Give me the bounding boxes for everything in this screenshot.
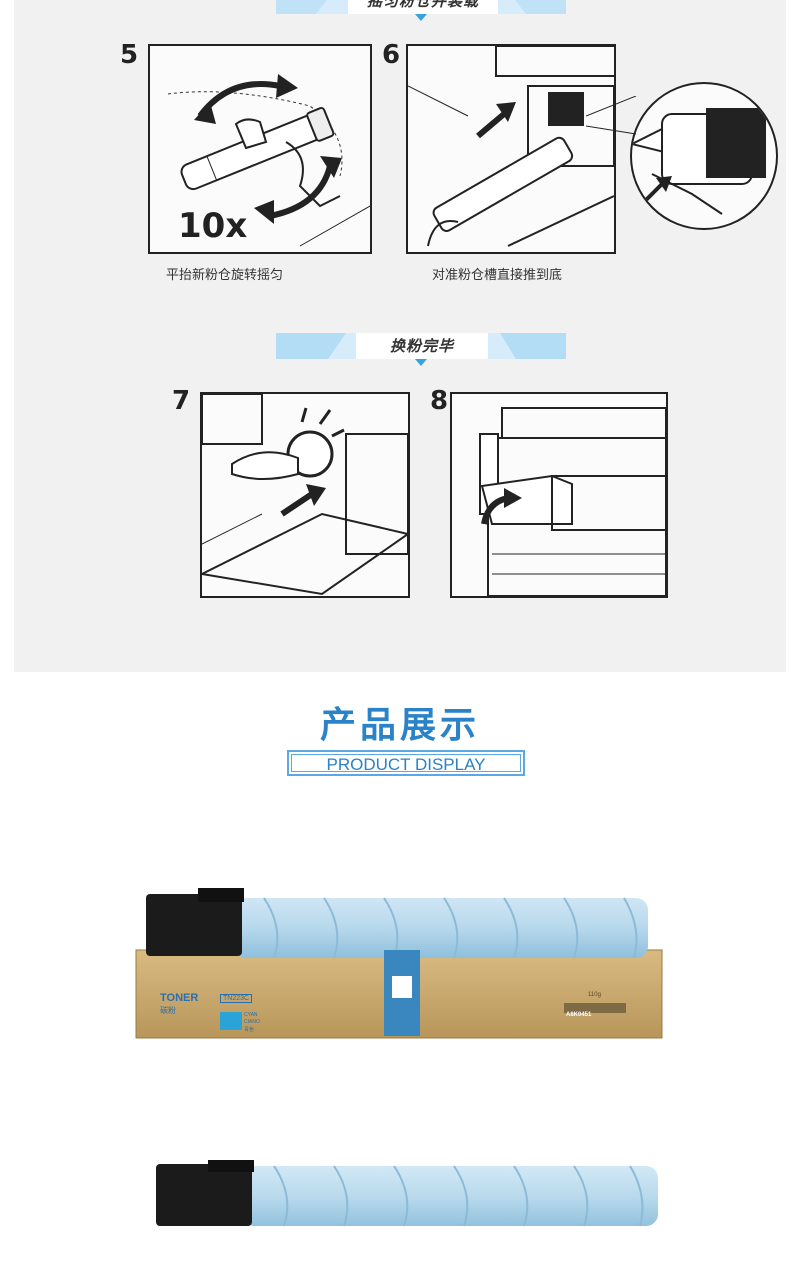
box-color-cn: 青色 bbox=[244, 1027, 255, 1033]
top-banner: 摇匀粉仓并装载 bbox=[276, 0, 566, 21]
insert-toner-drawing bbox=[408, 46, 614, 247]
product-section-subtitle-frame: PRODUCT DISPLAY bbox=[287, 750, 525, 776]
box-color-en: CYAN bbox=[244, 1012, 258, 1018]
box-model-label: TN223C bbox=[220, 994, 253, 1003]
toner-cartridge-image bbox=[154, 1160, 660, 1230]
step-number: 5 bbox=[120, 40, 139, 70]
step-7-illustration bbox=[200, 392, 410, 598]
step-number: 8 bbox=[430, 386, 449, 416]
step-8-illustration bbox=[450, 392, 668, 598]
step-6-illustration bbox=[406, 44, 616, 254]
close-front-door-drawing bbox=[479, 407, 666, 596]
toner-cartridge bbox=[156, 1160, 658, 1227]
box-color-swatch bbox=[220, 1012, 242, 1030]
box-brand-cn: 碳粉 bbox=[160, 1006, 176, 1015]
box-brand-label: TONER bbox=[160, 992, 199, 1004]
close-cover-drawing bbox=[202, 394, 408, 596]
zoom-pointer-lines bbox=[586, 96, 637, 135]
box-product-code: A8K0451 bbox=[566, 1012, 592, 1018]
product-section-title: 产品展示 bbox=[319, 705, 480, 746]
shake-count-badge: 10x bbox=[178, 206, 248, 246]
instruction-panel: 摇匀粉仓并装载 5 10x bbox=[14, 0, 786, 672]
step-5-illustration: 10x bbox=[148, 44, 372, 254]
toner-cap-detail bbox=[632, 108, 766, 215]
box-weight: 110g bbox=[588, 992, 601, 998]
step-number: 7 bbox=[172, 386, 191, 416]
box-color-en2: CIANO bbox=[244, 1019, 260, 1025]
banner-pointer bbox=[415, 14, 427, 21]
banner-pointer bbox=[415, 359, 427, 366]
step-5-caption: 平抬新粉仓旋转摇匀 bbox=[166, 268, 284, 283]
product-section-subtitle: PRODUCT DISPLAY bbox=[291, 754, 521, 774]
middle-banner: 换粉完毕 bbox=[276, 333, 566, 366]
shake-toner-drawing bbox=[167, 74, 370, 247]
step-number: 6 bbox=[382, 40, 401, 70]
middle-banner-label: 换粉完毕 bbox=[356, 333, 488, 359]
step-6-caption: 对准粉仓槽直接推到底 bbox=[432, 268, 563, 283]
zoom-detail-circle bbox=[630, 82, 778, 230]
top-banner-label: 摇匀粉仓并装载 bbox=[348, 0, 498, 14]
toner-with-box-image: TONER 碳粉 TN223C CYAN CIANO 青色 110g A8K04… bbox=[134, 888, 664, 1040]
